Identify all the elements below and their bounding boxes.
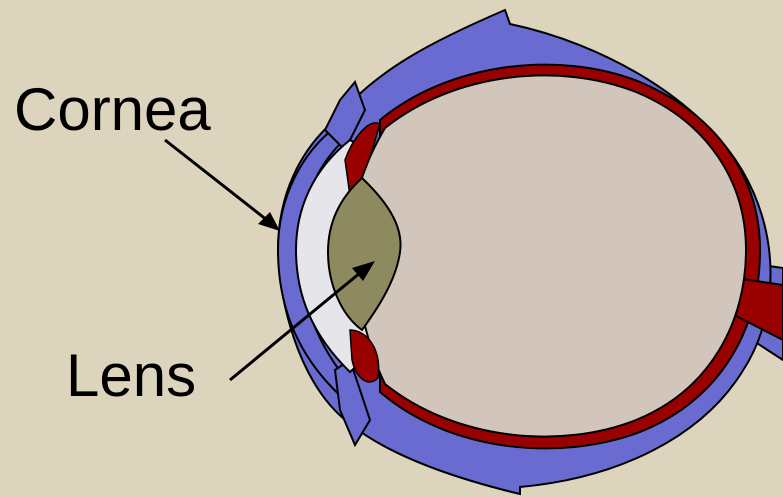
vitreous-body — [350, 75, 746, 436]
cornea-label: Cornea — [14, 80, 211, 140]
lens-label: Lens — [66, 346, 196, 406]
cornea-arrow-line — [165, 140, 272, 224]
